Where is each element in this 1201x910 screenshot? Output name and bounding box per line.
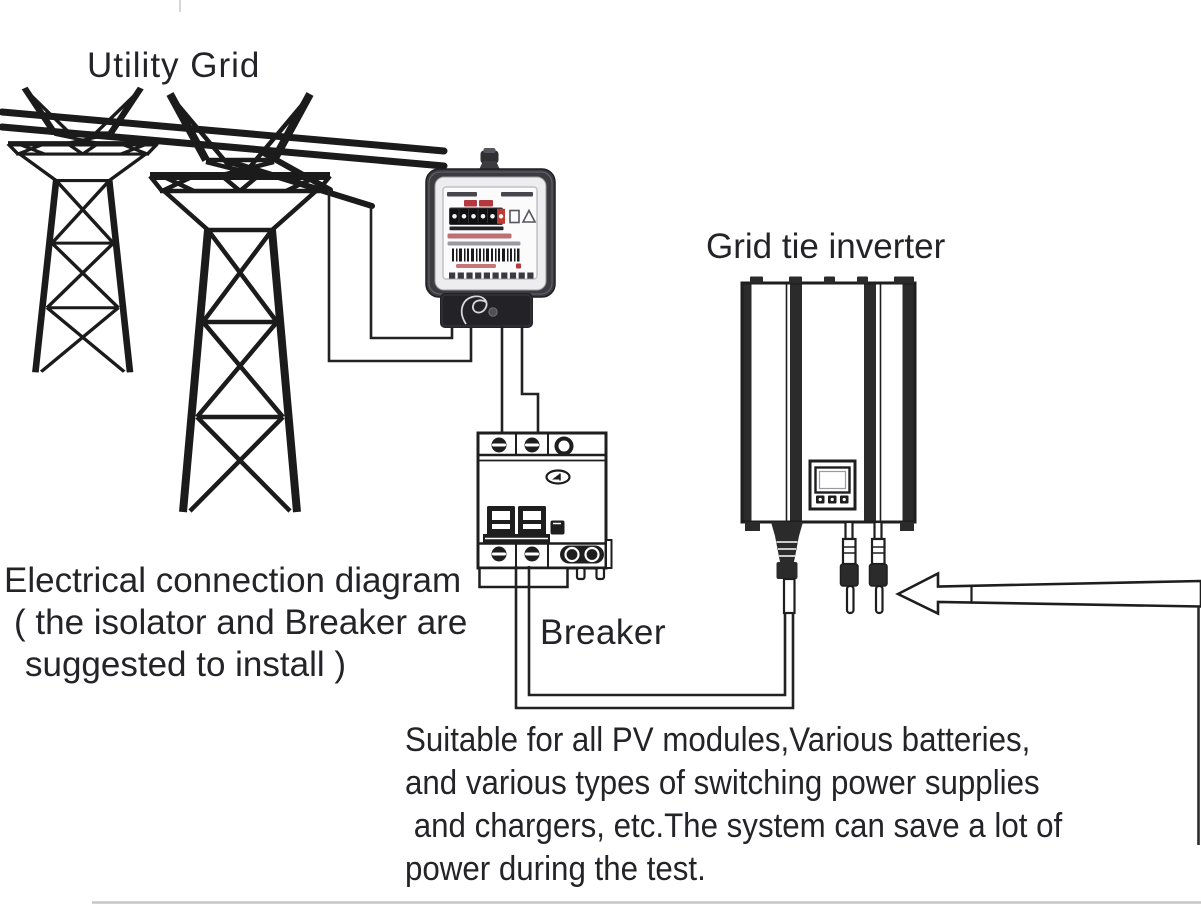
- utility-grid-label: Utility Grid: [87, 46, 261, 85]
- breaker-bottom-terminals: [491, 545, 604, 564]
- breaker-switch-handles: [483, 506, 550, 543]
- inverter-buttons: [816, 495, 849, 504]
- diagram-note: Electrical connection diagram ( the isol…: [4, 560, 467, 686]
- description-line-3: and chargers, etc.The system can save a …: [405, 807, 1063, 845]
- breaker-pin: [575, 566, 586, 581]
- wires-meter-to-breaker: [500, 326, 540, 442]
- breaker-pin: [595, 566, 606, 581]
- wires-breaker-to-inverter: [514, 566, 795, 710]
- utility-grid-towers: [0, 88, 448, 512]
- breaker-indicator-window: [550, 520, 565, 535]
- wires-grid-to-meter: [327, 190, 473, 363]
- description-line-2: and various types of switching power sup…: [405, 764, 1040, 802]
- suitability-description: Suitable for all PV modules,Various batt…: [405, 719, 1062, 891]
- breaker-mount-plate: [478, 566, 569, 589]
- note-line-1: Electrical connection diagram: [4, 561, 462, 600]
- breaker-test-button: [545, 469, 571, 485]
- meter-barcode: [452, 248, 520, 262]
- inverter-top-tabs: [750, 276, 914, 284]
- dc-connector-1: [839, 520, 859, 615]
- meter-brand-logo: [464, 200, 477, 207]
- description-line-1: Suitable for all PV modules,Various batt…: [405, 721, 1031, 759]
- inverter-lcd-display: [808, 459, 857, 511]
- inverter-heatsink-fins: [743, 284, 914, 521]
- breaker-device: [476, 431, 613, 589]
- meter-counter-display: [449, 207, 505, 225]
- meter-terminal-cover: [440, 293, 533, 328]
- energy-meter: [425, 148, 556, 328]
- meter-lead-seal: [460, 295, 488, 325]
- dc-connector-2: [868, 520, 888, 615]
- meter-insulation-symbol: [521, 208, 537, 223]
- note-line-3: suggested to install ): [25, 645, 347, 684]
- note-line-2: ( the isolator and Breaker are: [14, 603, 468, 642]
- meter-class-symbol: [509, 209, 520, 224]
- dc-input-arrow: [895, 571, 1201, 616]
- inverter-device: [740, 276, 917, 615]
- meter-hanger-screw: [480, 150, 499, 164]
- breaker-top-terminals: [491, 436, 574, 456]
- breaker-label: Breaker: [540, 613, 667, 652]
- ac-output-cable: [771, 522, 803, 615]
- power-lines: [0, 108, 448, 209]
- grid-tie-inverter-label: Grid tie inverter: [706, 227, 946, 266]
- description-line-4: power during the test.: [405, 850, 706, 888]
